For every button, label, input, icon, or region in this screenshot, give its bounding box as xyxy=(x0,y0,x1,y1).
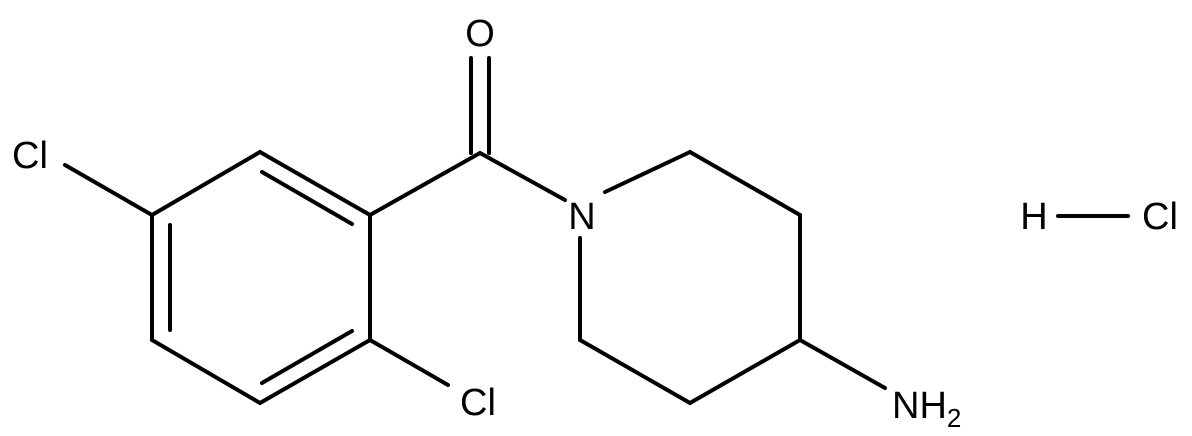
atom-hcl-hydrogen: H xyxy=(1020,196,1047,238)
bond-benzene-inner-3 xyxy=(260,329,354,385)
bond-benzene-5 xyxy=(258,338,372,405)
bond-carbonyl-to-ring xyxy=(368,151,482,217)
atom-amine-label: NH xyxy=(892,385,947,427)
bond-to-cl-2 xyxy=(368,338,450,387)
bond-pip-5 xyxy=(578,338,692,405)
bond-pip-4 xyxy=(688,338,802,405)
atom-amine-subscript: 2 xyxy=(947,403,961,433)
atom-chlorine-2: Cl xyxy=(460,382,496,424)
atom-amine: NH2 xyxy=(892,385,961,433)
atom-hcl-chlorine: Cl xyxy=(1142,196,1178,238)
atom-oxygen: O xyxy=(465,13,495,55)
bond-pip-1 xyxy=(603,150,692,194)
bond-carbonyl-to-n xyxy=(478,151,567,202)
bond-to-cl-5 xyxy=(63,163,154,217)
bond-pip-2 xyxy=(688,150,802,217)
bond-benzene-2 xyxy=(150,150,262,217)
bond-to-amine xyxy=(798,338,887,390)
bond-benzene-4 xyxy=(150,338,262,405)
atom-nitrogen-ring: N xyxy=(568,196,595,238)
atom-chlorine-5: Cl xyxy=(12,135,48,177)
bond-benzene-1 xyxy=(258,150,372,217)
bond-benzene-inner-1 xyxy=(260,170,354,226)
